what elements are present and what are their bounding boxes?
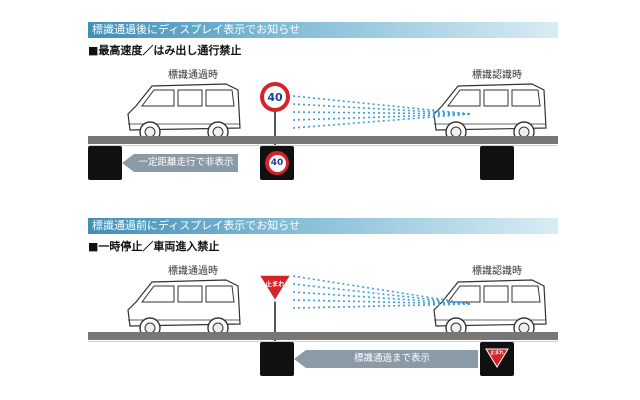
car-icon xyxy=(122,276,246,340)
panel-subtitle: ■最高速度／はみ出し通行禁止 xyxy=(88,44,241,58)
camera-beam-icon xyxy=(293,270,473,320)
arrow-left-icon xyxy=(294,350,306,368)
arrow-note: 一定距離走行で非表示 xyxy=(134,154,238,172)
arrow-left-icon xyxy=(122,154,134,172)
panel-subtitle: ■一時停止／車両進入禁止 xyxy=(88,240,219,254)
car-icon xyxy=(122,80,246,144)
speed-limit-sign-icon: 40 xyxy=(260,82,290,112)
car-left-label: 標識通過時 xyxy=(168,262,218,277)
display-sign-text: 止まれ xyxy=(480,350,514,356)
camera-beam-icon xyxy=(293,92,473,132)
sign-text: 止まれ xyxy=(258,278,292,288)
display-screen-icon: 止まれ xyxy=(480,342,514,376)
arrow-note: 標識通過まで表示 xyxy=(306,350,478,368)
car-right-label: 標識認識時 xyxy=(472,66,522,81)
panel-banner: 標識通過後にディスプレイ表示でお知らせ xyxy=(88,22,558,38)
road xyxy=(88,136,558,144)
display-screen-icon xyxy=(260,342,294,376)
display-screen-icon xyxy=(480,146,514,180)
car-right-label: 標識認識時 xyxy=(472,262,522,277)
car-left-label: 標識通過時 xyxy=(168,66,218,81)
panel-banner: 標識通過前にディスプレイ表示でお知らせ xyxy=(88,218,558,234)
display-sign-value: 40 xyxy=(271,158,284,168)
sign-value: 40 xyxy=(267,91,282,104)
display-screen-icon xyxy=(88,146,122,180)
display-screen-icon: 40 xyxy=(260,146,294,180)
road xyxy=(88,332,558,340)
